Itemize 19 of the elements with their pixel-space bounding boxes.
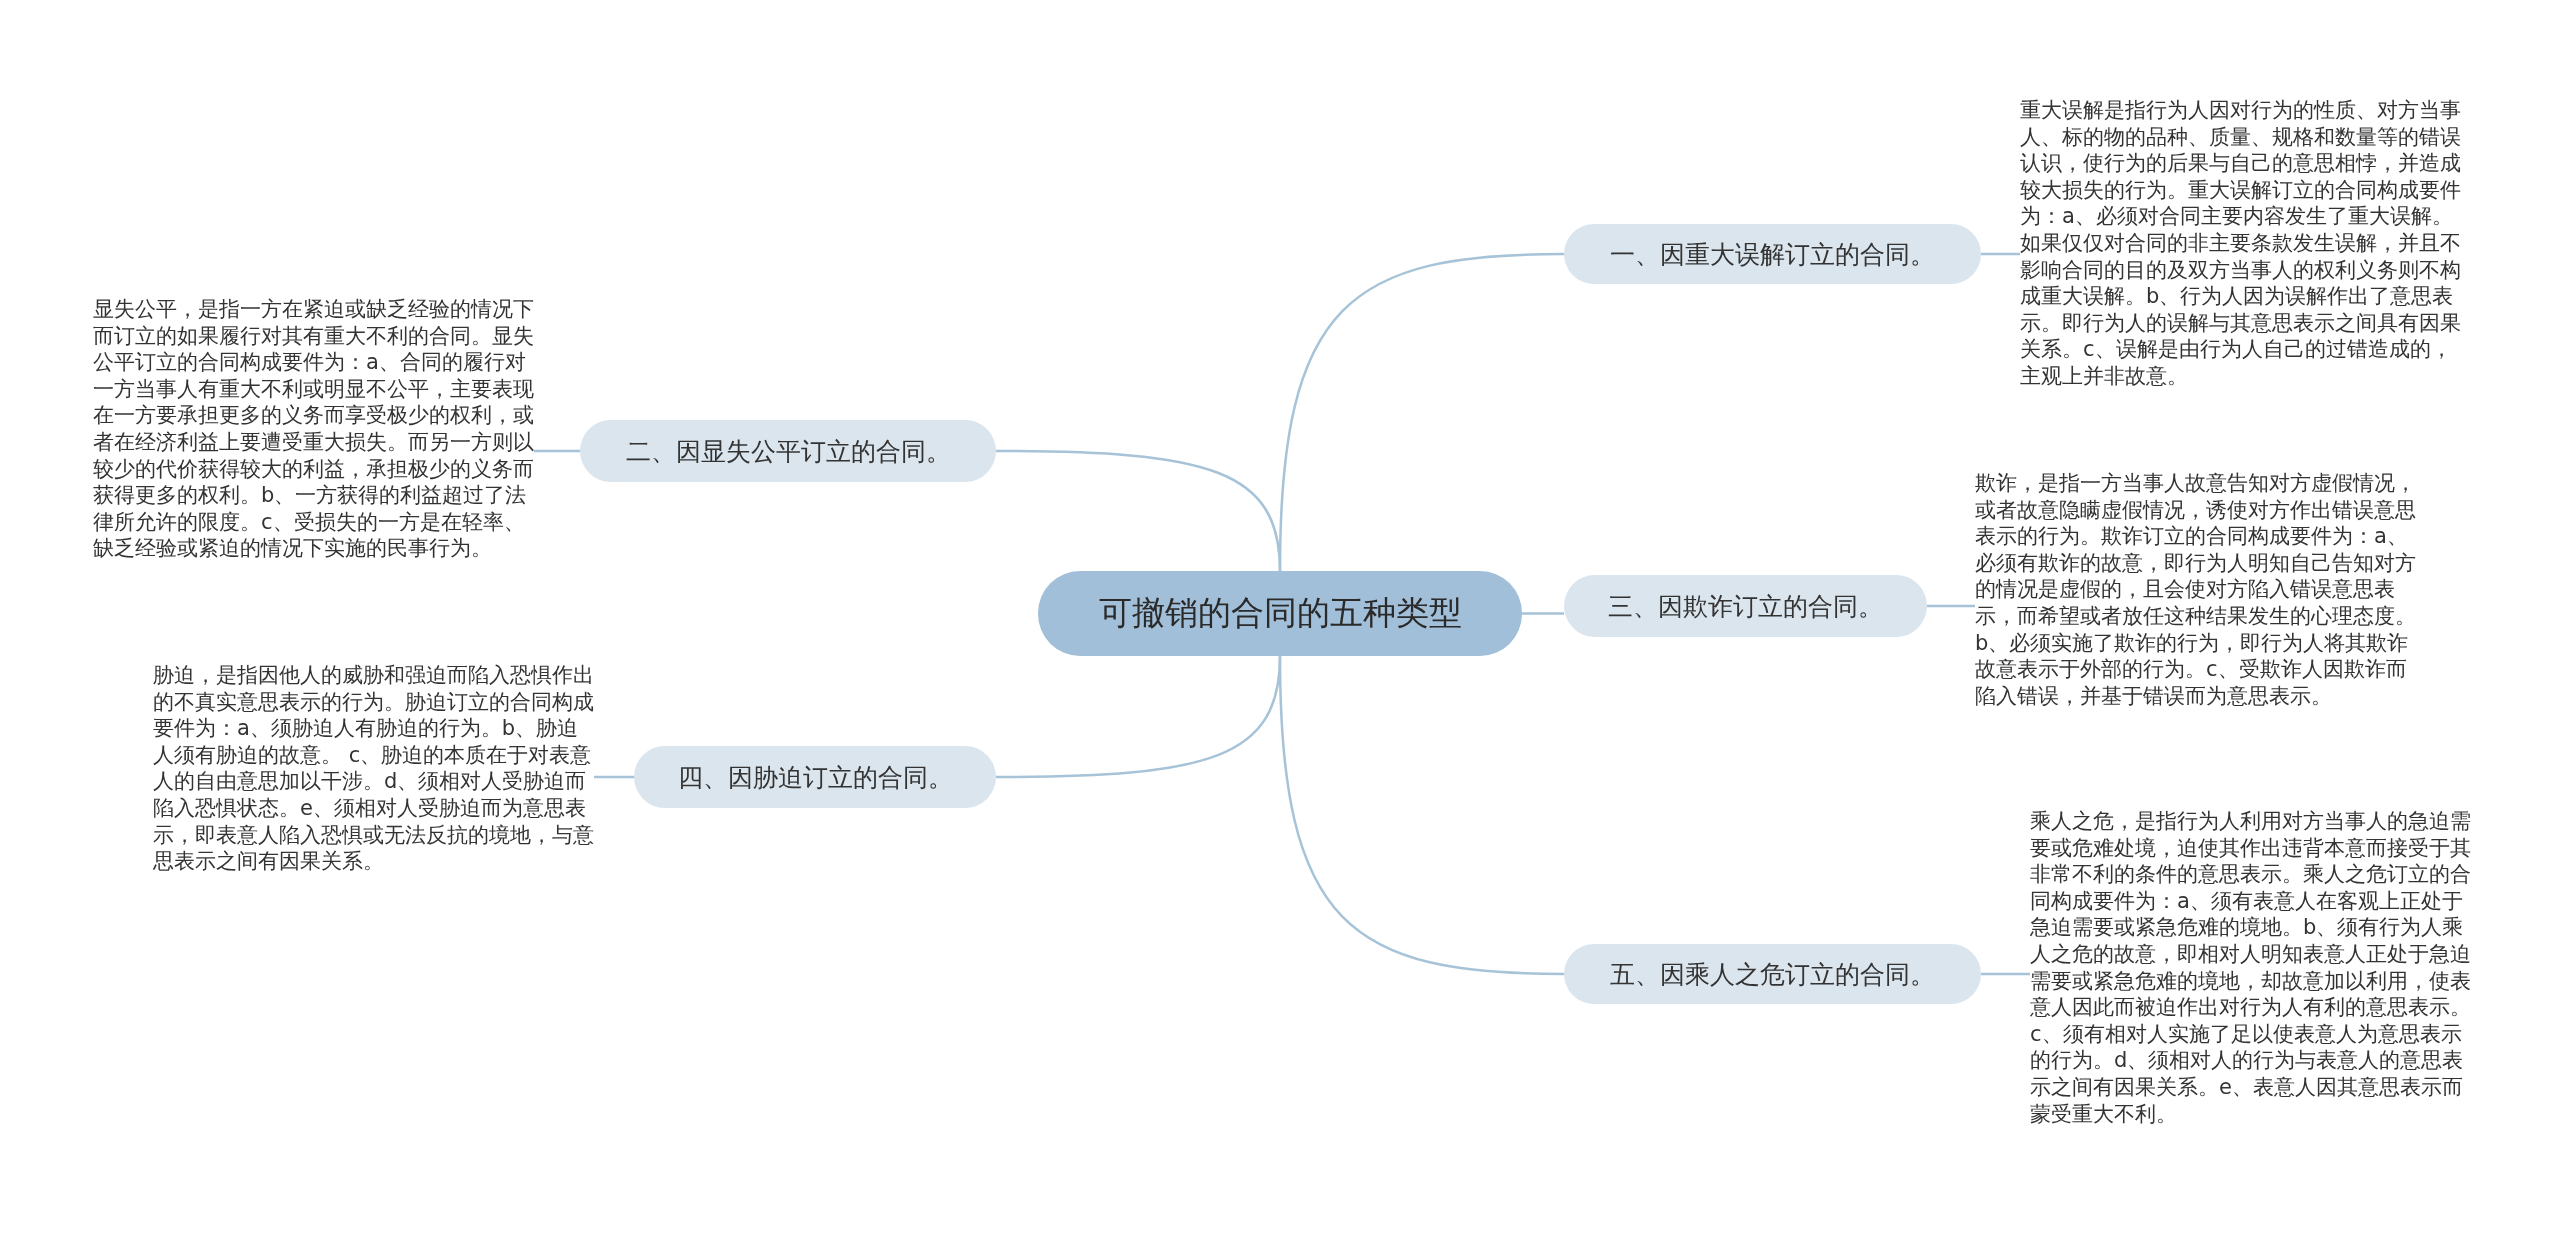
connector-line bbox=[534, 449, 580, 453]
description-text: 欺诈，是指一方当事人故意告知对方虚假情况，或者故意隐瞒虚假情况，诱使对方作出错误意思表示的行为。欺诈订立的合同构成要件为：a、必须有欺诈的故意，即行为人明知自己告知对方的情况是虚假的，且会使对方陷入错误意思表示，而希望或者放任这种结果发生的心理态度。b、必须实施了欺诈的行为，即行为人将其欺诈故意表示于外部的行为。c、受欺诈人因欺诈而陷入错误，并基于错误而为意思表示。 bbox=[1975, 470, 2416, 710]
description-text: 重大误解是指行为人因对行为的性质、对方当事人、标的物的品种、质量、规格和数量等的错误认识，使行为的后果与自己的意思相悖，并造成较大损失的行为。重大误解订立的合同构成要件为：a、必须对合同主要内容发生了重大误解。如果仅仅对合同的非主要条款发生误解，并且不影响合同的目的及双方当事人的权利义务则不构成重大误解。b、行为人因为误解作出了意思表示。即行为人的误解与其意思表示之间具有因果关系。c、误解是由行为人自己的过错造成的，主观上并非故意。 bbox=[2020, 97, 2461, 390]
connector-line bbox=[1927, 604, 1975, 608]
description-text: 乘人之危，是指行为人利用对方当事人的急迫需要或危难处境，迫使其作出违背本意而接受于其非常不利的条件的意思表示。乘人之危订立的合同构成要件为：a、须有表意人在客观上正处于急迫需要或紧急危难的境地。b、须有行为人乘人之危的故意，即相对人明知表意人正处于急迫需要或紧急危难的境地，却故意加以利用，使表意人因此而被迫作出对行为人有利的意思表示。c、须有相对人实施了足以使表意人为意思表示的行为。d、须相对人的行为与表意人的意思表示之间有因果关系。e、表意人因其意思表示而蒙受重大不利。 bbox=[2030, 808, 2471, 1128]
topic-pill: 三、因欺诈订立的合同。 bbox=[1564, 575, 1927, 637]
description-text: 显失公平，是指一方在紧迫或缺乏经验的情况下而订立的如果履行对其有重大不利的合同。显失公平订立的合同构成要件为：a、合同的履行对一方当事人有重大不利或明显不公平，主要表现在一方要承担更多的义务而享受极少的权利，或者在经济利益上要遭受重大损失。而另一方则以较少的代价获得较大的利益，承担极少的义务而获得更多的权利。b、一方获得的利益超过了法律所允许的限度。c、受损失的一方是在轻率、缺乏经验或紧迫的情况下实施的民事行为。 bbox=[93, 296, 534, 562]
connector-line bbox=[996, 449, 1282, 572]
description-text: 胁迫，是指因他人的威胁和强迫而陷入恐惧作出的不真实意思表示的行为。胁迫订立的合同构成要件为：a、须胁迫人有胁迫的行为。b、胁迫人须有胁迫的故意。 c、胁迫的本质在于对表意人的自由意思加以干涉。d、须相对人受胁迫而陷入恐惧状态。e、须相对人受胁迫而为意思表示，即表意人陷入恐惧或无法反抗的境地，与意思表示之间有因果关系。 bbox=[153, 662, 594, 875]
connector-line bbox=[1981, 972, 2030, 976]
connector-line bbox=[594, 775, 634, 779]
central-topic: 可撤销的合同的五种类型 bbox=[1038, 571, 1522, 656]
connector-line bbox=[1981, 252, 2020, 256]
topic-pill: 五、因乘人之危订立的合同。 bbox=[1564, 944, 1981, 1004]
topic-pill: 四、因胁迫订立的合同。 bbox=[634, 746, 996, 808]
connector-line bbox=[1278, 655, 1565, 976]
topic-pill: 二、因显失公平订立的合同。 bbox=[580, 420, 996, 482]
connector-line bbox=[1522, 612, 1564, 615]
topic-pill: 一、因重大误解订立的合同。 bbox=[1564, 224, 1981, 284]
